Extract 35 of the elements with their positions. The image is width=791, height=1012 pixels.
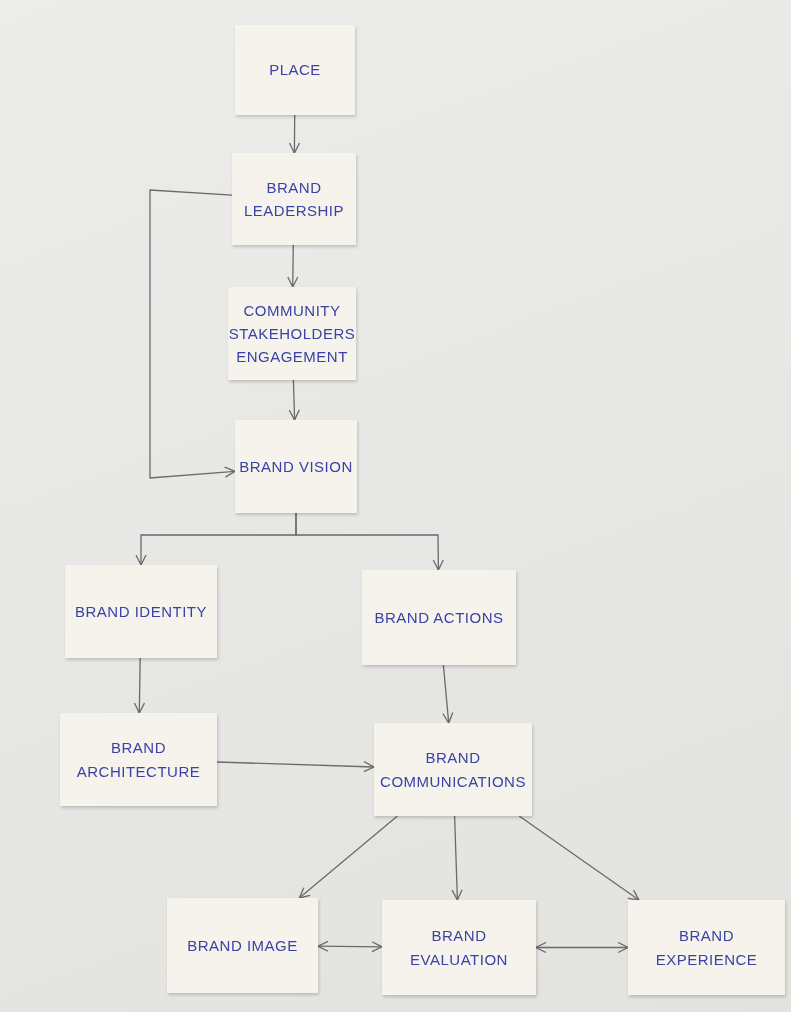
card-text: BRAND LEADERSHIP: [242, 177, 345, 221]
arrow: [317, 940, 383, 953]
arrow: [298, 815, 399, 899]
card-text: BRAND EVALUATION: [409, 926, 509, 970]
arrow: [451, 815, 463, 901]
note-card: [167, 898, 318, 993]
arrow: [535, 941, 629, 954]
note-card: [60, 713, 217, 806]
note-card: [374, 723, 532, 816]
arrow: [133, 657, 146, 714]
arrow: [149, 189, 236, 479]
note-card: [382, 900, 536, 995]
note-card: [235, 25, 355, 115]
note-card: [65, 565, 217, 658]
note-card: [362, 570, 516, 665]
card-text: BRAND ACTIONS: [374, 607, 504, 628]
note-card: [232, 153, 356, 245]
card-text: COMMUNITY STAKEHOLDERS ENGAGEMENT: [228, 300, 356, 368]
note-card: [628, 900, 785, 995]
arrow: [216, 761, 375, 773]
card-text: BRAND COMMUNICATIONS: [379, 748, 527, 792]
card-text: BRAND VISION: [239, 456, 353, 477]
arrow: [288, 114, 301, 154]
arrow: [518, 815, 640, 901]
arrow: [287, 244, 299, 288]
arrow: [442, 664, 454, 724]
arrow: [288, 379, 300, 421]
arrow: [295, 512, 444, 571]
card-text: BRAND IMAGE: [187, 935, 298, 956]
card-text: BRAND ARCHITECTURE: [75, 738, 202, 782]
card-text: BRAND IDENTITY: [75, 601, 207, 622]
card-text: BRAND EXPERIENCE: [654, 926, 759, 970]
card-text: PLACE: [269, 60, 321, 81]
note-card: [235, 420, 357, 513]
note-card: [228, 287, 356, 380]
